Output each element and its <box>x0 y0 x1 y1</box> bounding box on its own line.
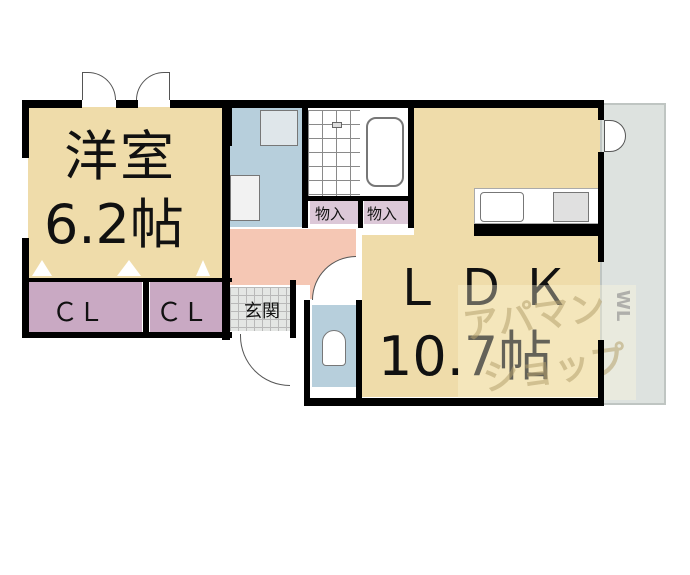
toilet-icon <box>322 330 346 366</box>
wall <box>304 398 604 406</box>
western-room <box>28 107 224 279</box>
wall <box>358 196 363 228</box>
wall <box>598 152 604 262</box>
entrance <box>230 287 290 331</box>
wall <box>598 340 604 406</box>
watermark-bg <box>458 285 636 400</box>
wall <box>356 300 362 400</box>
storage-2-label: 物入 <box>367 205 398 223</box>
closet-door-marker <box>32 260 52 276</box>
stove-icon <box>553 192 589 222</box>
wall <box>143 280 149 336</box>
closet-door-marker <box>196 260 210 276</box>
ldk-size: 10.7帖 <box>378 325 553 388</box>
washbasin <box>230 175 260 221</box>
ldk-name: ＬＤＫ <box>392 259 584 317</box>
wall <box>290 280 296 338</box>
kitchen-sink <box>480 192 524 222</box>
wall <box>22 100 82 108</box>
shower-icon <box>332 122 342 128</box>
western-room-name: 洋室 <box>64 125 176 188</box>
watermark-mark: WL <box>612 290 633 322</box>
wall <box>222 100 230 340</box>
closet-1 <box>28 282 142 332</box>
wall <box>170 100 604 108</box>
wall <box>598 100 604 120</box>
wall <box>302 100 308 228</box>
western-door-2[interactable] <box>136 72 170 100</box>
washing-machine-pan <box>260 110 298 146</box>
storage-1 <box>310 200 358 224</box>
wall <box>22 332 232 338</box>
entrance-door[interactable] <box>240 334 290 386</box>
wall <box>22 238 29 338</box>
wall <box>408 100 414 228</box>
wall <box>474 224 604 236</box>
wall <box>116 100 138 108</box>
closet-2 <box>150 282 222 332</box>
storage-1-label: 物入 <box>315 205 346 223</box>
closet-door-marker <box>117 260 141 276</box>
western-room-size: 6.2帖 <box>44 193 184 256</box>
storage-2 <box>364 200 410 224</box>
closet-1-label: ＣＬ <box>52 298 105 328</box>
entrance-label: 玄関 <box>244 301 280 322</box>
western-door-1[interactable] <box>82 72 116 100</box>
bathroom-floor <box>308 110 360 196</box>
wall <box>304 300 310 406</box>
ldk-room-lower <box>362 235 600 397</box>
wall <box>22 278 232 282</box>
wall <box>22 100 29 158</box>
bathtub-icon <box>366 117 404 187</box>
closet-2-label: ＣＬ <box>156 298 209 328</box>
